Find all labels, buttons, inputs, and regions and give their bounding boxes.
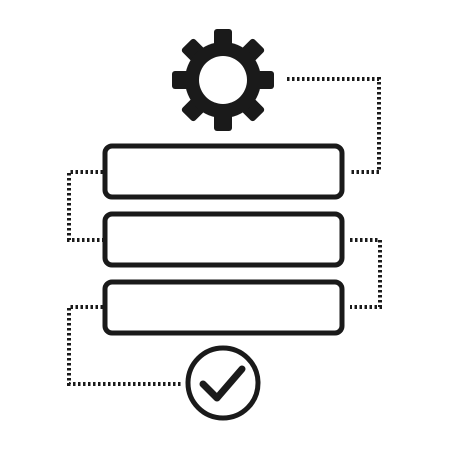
connector-gear-to-step-1 [287, 77, 381, 174]
gear-hole [199, 56, 247, 104]
step-box-3 [102, 279, 345, 336]
check-mark-icon [199, 365, 246, 402]
connector-step-2-to-step-3 [350, 238, 382, 309]
step-box-1 [102, 143, 345, 200]
gear-icon [172, 29, 274, 131]
connector-step-3-to-check [67, 305, 183, 386]
step-box-2 [102, 211, 345, 268]
connector-step-1-to-step-2 [67, 170, 103, 242]
check-circle-icon [185, 345, 261, 421]
